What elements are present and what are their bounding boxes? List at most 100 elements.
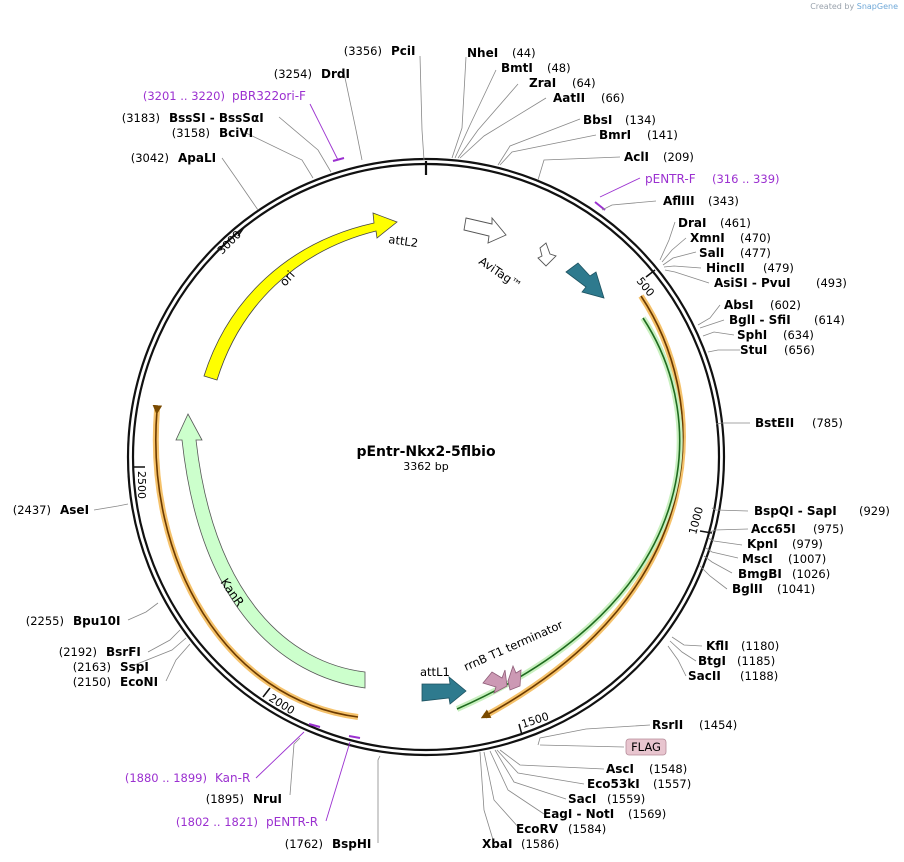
left-orange-arc — [152, 404, 359, 718]
attl1-arrow[interactable] — [565, 262, 605, 299]
enzyme-pos-asei: (2437) — [13, 503, 51, 517]
enzyme-name-absi: AbsI — [724, 298, 753, 312]
enzyme-pos-bsteii: (785) — [812, 416, 843, 430]
enzyme-pos-sphi: (634) — [783, 328, 814, 342]
enzyme-name-econi: EcoNI — [120, 675, 158, 689]
enzyme-name-bcivi: BciVI — [219, 126, 253, 140]
enzyme-name-bsteii: BstEII — [755, 416, 794, 430]
enzyme-pos-pcii: (3356) — [344, 44, 382, 58]
avitag-arrow-2[interactable] — [507, 664, 522, 691]
enzyme-pos-saci: (1559) — [607, 792, 645, 806]
enzyme-name-sali: SalI — [699, 246, 724, 260]
credit-brand: SnapGene — [856, 2, 898, 11]
rrnbt2-arrow[interactable] — [537, 242, 557, 267]
primer-range-pentr-r: (1802 .. 1821) — [176, 815, 258, 829]
enzyme-pos-msci: (1007) — [788, 552, 826, 566]
attl2-arrow[interactable] — [421, 676, 467, 705]
enzyme-name-bpu10i: Bpu10I — [73, 614, 120, 628]
enzyme-name-acli: AclI — [624, 150, 649, 164]
enzyme-pos-kpni: (979) — [792, 537, 823, 551]
scale-1000: 1000 — [686, 505, 713, 536]
attl2-label: attL1 — [420, 665, 450, 679]
enzyme-pos-asisi: (493) — [816, 276, 847, 290]
enzyme-pos-sspi: (2163) — [73, 660, 111, 674]
enzyme-name-xbai: XbaI — [482, 837, 512, 851]
primer-range-pbr322ori-f: (3201 .. 3220) — [143, 89, 225, 103]
enzyme-name-zrai: ZraI — [529, 76, 556, 90]
enzyme-pos-rsrii: (1454) — [699, 718, 737, 732]
enzyme-pos-bsphi: (1762) — [285, 837, 323, 851]
enzyme-pos-xmni: (470) — [740, 231, 771, 245]
enzyme-pos-sacii: (1188) — [740, 669, 778, 683]
enzyme-pos-btgi: (1185) — [737, 654, 775, 668]
enzyme-name-bsphi: BspHI — [332, 837, 371, 851]
enzyme-pos-bsrfi: (2192) — [59, 645, 97, 659]
enzyme-name-xmni: XmnI — [690, 231, 725, 245]
enzyme-pos-absi: (602) — [770, 298, 801, 312]
enzyme-name-sphi: SphI — [737, 328, 767, 342]
enzyme-pos-asci: (1548) — [649, 762, 687, 776]
enzyme-pos-drdi: (3254) — [274, 67, 312, 81]
enzyme-pos-bsssi: (3183) — [122, 111, 160, 125]
enzyme-pos-ecorv: (1584) — [568, 822, 606, 836]
enzyme-name-rsrii: RsrII — [652, 718, 683, 732]
enzyme-pos-nhei: (44) — [512, 46, 536, 60]
enzyme-pos-econi: (2150) — [73, 675, 111, 689]
pbr322ori-f-mark — [332, 157, 345, 162]
backbone-outer — [126, 157, 726, 757]
pentr-f-mark — [594, 201, 606, 211]
primer-name-pentr-f: pENTR-F — [645, 172, 696, 186]
enzyme-name-bsrfi: BsrFI — [106, 645, 141, 659]
rrnbt1-label: attL2 — [388, 232, 419, 250]
enzyme-name-hincii: HincII — [706, 261, 745, 275]
enzyme-name-bmri: BmrI — [599, 128, 631, 142]
enzyme-name-drdi: DrdI — [321, 67, 350, 81]
avitag-arrow[interactable] — [482, 669, 508, 694]
ori-feature-arrow[interactable] — [203, 212, 398, 381]
enzyme-name-pcii: PciI — [391, 44, 416, 58]
enzyme-name-nhei: NheI — [467, 46, 498, 60]
enzyme-name-bmgbi: BmgBI — [738, 567, 782, 581]
primer-name-pbr322ori-f: pBR322ori-F — [232, 89, 306, 103]
enzyme-name-eco53ki: Eco53kI — [587, 777, 640, 791]
enzyme-pos-kfli: (1180) — [741, 639, 779, 653]
enzyme-pos-xbai: (1586) — [521, 837, 559, 851]
primer-leaders — [255, 103, 641, 822]
enzyme-name-stui: StuI — [740, 343, 767, 357]
right-orange-arc — [480, 295, 684, 719]
enzyme-leaders — [93, 55, 750, 844]
enzyme-name-nrui: NruI — [253, 792, 282, 806]
avitag-label: rrnB T1 terminator — [462, 617, 566, 673]
enzyme-pos-afliii: (343) — [708, 194, 739, 208]
scale-2500: 2500 — [133, 466, 148, 499]
enzyme-pos-stui: (656) — [784, 343, 815, 357]
snapgene-credit: Created by SnapGene — [810, 2, 898, 11]
plasmid-name: pEntr-Nkx2-5flbio — [356, 444, 496, 460]
enzyme-pos-bpu10i: (2255) — [26, 614, 64, 628]
enzyme-name-btgi: BtgI — [698, 654, 726, 668]
enzyme-name-bmti: BmtI — [501, 61, 533, 75]
enzyme-name-afliii: AflIII — [663, 194, 695, 208]
flag-badge[interactable] — [625, 738, 667, 756]
enzyme-name-sspi: SspI — [120, 660, 149, 674]
kan-r-mark — [308, 723, 321, 728]
enzyme-pos-bbsi: (134) — [625, 113, 656, 127]
rrnbt1-arrow[interactable] — [463, 216, 507, 244]
primer-range-pentr-f: (316 .. 339) — [712, 172, 780, 186]
primer-name-pentr-r: pENTR-R — [266, 815, 318, 829]
enzyme-name-acc65i: Acc65I — [751, 522, 796, 536]
enzyme-pos-acc65i: (975) — [813, 522, 844, 536]
insert-arc — [456, 317, 681, 710]
enzyme-pos-hincii: (479) — [763, 261, 794, 275]
enzyme-name-kfli: KflI — [706, 639, 729, 653]
enzyme-name-kpni: KpnI — [747, 537, 778, 551]
enzyme-name-bspqi: BspQI - SapI — [754, 504, 837, 518]
primer-name-kan-r: Kan-R — [215, 771, 250, 785]
right-orange-arc-halo — [483, 294, 686, 719]
kanr-feature-arrow[interactable] — [175, 413, 366, 689]
scale-1500: 1500 — [518, 710, 551, 736]
enzyme-name-apali: ApaLI — [178, 151, 216, 165]
enzyme-name-asci: AscI — [606, 762, 634, 776]
enzyme-pos-bmgbi: (1026) — [792, 567, 830, 581]
